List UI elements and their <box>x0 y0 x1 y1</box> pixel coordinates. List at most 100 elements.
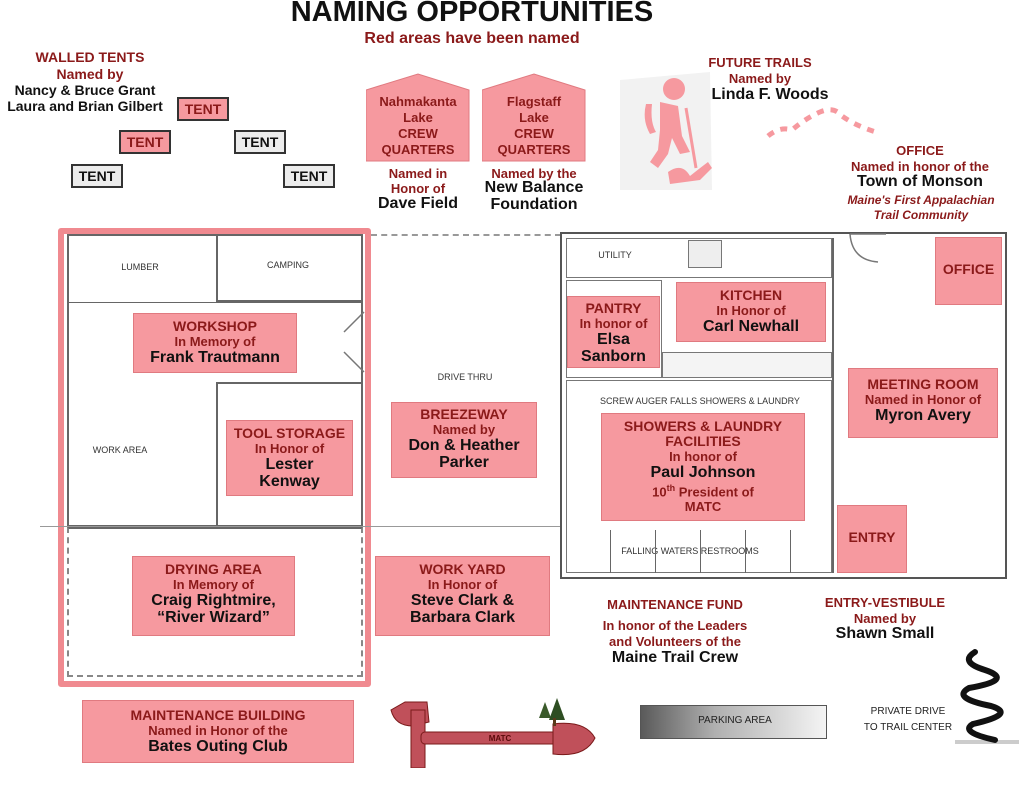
kitchen-sub: In Honor of <box>716 303 786 318</box>
drying-area-sub: In Memory of <box>173 577 254 592</box>
maintenance-building-name: Bates Outing Club <box>148 738 288 755</box>
showers-room <box>566 380 832 573</box>
nahmakanta-line-4: QUARTERS <box>381 142 455 157</box>
showers-pres-num: 10 <box>652 484 667 500</box>
flagstaff-named: Named by the <box>491 166 577 181</box>
work-yard-sub: In Honor of <box>427 577 498 592</box>
office-heading: OFFICE <box>942 261 995 277</box>
flagstaff-line-3: CREW <box>514 126 554 141</box>
meeting-room-heading: MEETING ROOM <box>867 376 979 392</box>
workshop-heading: WORKSHOP <box>173 318 257 334</box>
restroom-wall-5 <box>790 530 791 573</box>
breezeway-sub: Named by <box>432 422 496 437</box>
flagstaff-donor-1: New Balance <box>484 179 584 196</box>
workshop-sub: In Memory of <box>174 334 256 349</box>
room-office: OFFICE <box>935 237 1002 305</box>
maintenance-fund-heading: MAINTENANCE FUND <box>607 597 743 612</box>
tool-storage-name-2: Kenway <box>259 473 320 490</box>
nahmakanta-line-3: CREW <box>398 126 438 141</box>
utility-label: UTILITY <box>598 250 632 260</box>
divider-wall-1 <box>832 238 834 573</box>
work-yard-heading: WORK YARD <box>419 561 506 577</box>
pantry-room <box>566 280 662 378</box>
tent-unnamed-3: TENT <box>283 164 335 188</box>
camping-label: CAMPING <box>266 260 309 270</box>
logo-text: MATC <box>489 734 512 743</box>
parking-label: PARKING AREA <box>698 715 772 726</box>
room-tool-storage: TOOL STORAGE In Honor of Lester Kenway <box>226 420 353 496</box>
maintenance-building-outline <box>58 228 371 687</box>
entry-heading: ENTRY <box>848 529 896 545</box>
stove-icon <box>688 240 722 268</box>
office-door <box>849 233 886 263</box>
work-area-label: WORK AREA <box>92 445 148 455</box>
entry-vestibule-named-by: Named by <box>853 611 917 626</box>
drive-thru-label: DRIVE THRU <box>437 372 493 382</box>
showers-pres-rest: President of <box>675 484 754 500</box>
meeting-room-sub: Named in Honor of <box>864 392 982 407</box>
restroom-wall-1 <box>610 530 611 573</box>
future-trails-donor: Linda F. Woods <box>711 86 829 103</box>
parking-area <box>640 705 827 739</box>
flagstaff-donor-2: Foundation <box>490 196 578 213</box>
showers-pres-sup: th <box>666 483 676 493</box>
breezeway-mid-line <box>40 526 560 527</box>
tent-named-1: TENT <box>177 97 229 121</box>
walled-tents-heading: WALLED TENTS <box>35 49 145 65</box>
showers-president: 10th President of <box>602 481 804 499</box>
room-meeting: MEETING ROOM Named in Honor of Myron Ave… <box>848 368 998 438</box>
office-note-heading: OFFICE <box>896 143 944 158</box>
screw-auger-label: SCREW AUGER FALLS SHOWERS & LAUNDRY <box>600 396 800 406</box>
workshop-door <box>343 311 365 373</box>
pantry-name-1: Elsa <box>597 331 630 348</box>
drying-area-name-2: “River Wizard” <box>157 609 270 626</box>
kitchen-name: Carl Newhall <box>702 318 800 335</box>
meeting-room-name: Myron Avery <box>875 407 971 424</box>
room-entry: ENTRY <box>837 505 907 573</box>
breezeway-top-dash <box>371 234 561 236</box>
page-title: NAMING OPPORTUNITIES <box>290 0 654 28</box>
pantry-heading: PANTRY <box>585 300 642 316</box>
maintenance-fund-donor: Maine Trail Crew <box>611 649 739 666</box>
tent-named-2: TENT <box>119 130 171 154</box>
utility-room <box>566 238 832 278</box>
room-kitchen: KITCHEN In Honor of Carl Newhall <box>676 282 826 342</box>
lumber-label: LUMBER <box>121 262 159 272</box>
axe-shovel-logo: MATC <box>390 698 596 768</box>
pantry-sub: In honor of <box>579 316 648 331</box>
walled-tents-donor-2: Laura and Brian Gilbert <box>7 98 163 114</box>
nahmakanta-honor: Honor of <box>390 181 446 196</box>
showers-heading-1: SHOWERS & LAUNDRY <box>623 418 783 434</box>
maintenance-building-sub: Named in Honor of the <box>148 723 288 738</box>
room-pantry: PANTRY In honor of Elsa Sanborn <box>567 296 660 368</box>
nahmakanta-line-1: Nahmakanta <box>379 94 457 109</box>
flagstaff-line-2: Lake <box>519 110 549 125</box>
showers-sub: In honor of <box>669 449 737 464</box>
entry-vestibule-donor: Shawn Small <box>835 625 935 642</box>
tool-storage-sub: In Honor of <box>254 441 325 456</box>
page-subtitle: Red areas have been named <box>364 30 580 47</box>
drying-area-heading: DRYING AREA <box>165 561 262 577</box>
counter-strip <box>662 352 832 378</box>
maintenance-building-heading: MAINTENANCE BUILDING <box>130 707 306 723</box>
restroom-wall-3 <box>700 530 701 573</box>
office-note-donor: Town of Monson <box>857 173 983 190</box>
showers-heading-2: FACILITIES <box>665 433 741 449</box>
breezeway-name-2: Parker <box>439 454 489 471</box>
nahmakanta-quarters-shape <box>366 73 470 162</box>
work-yard-name-2: Barbara Clark <box>410 609 515 626</box>
flagstaff-line-4: QUARTERS <box>497 142 571 157</box>
room-maintenance-building: MAINTENANCE BUILDING Named in Honor of t… <box>82 700 354 763</box>
future-trails-heading: FUTURE TRAILS <box>708 55 812 70</box>
kitchen-heading: KITCHEN <box>719 287 783 303</box>
hiker-icon <box>620 72 877 190</box>
showers-name: Paul Johnson <box>650 464 756 481</box>
workshop-name: Frank Trautmann <box>150 349 280 366</box>
nahmakanta-donor: Dave Field <box>377 195 459 212</box>
flagstaff-line-1: Flagstaff <box>506 94 562 109</box>
work-yard-name-1: Steve Clark & <box>410 592 515 609</box>
breezeway-heading: BREEZEWAY <box>420 406 508 422</box>
falling-waters-label: FALLING WATERS RESTROOMS <box>621 546 759 556</box>
room-work-yard: WORK YARD In Honor of Steve Clark & Barb… <box>375 556 550 636</box>
flagstaff-quarters-shape <box>482 73 586 162</box>
